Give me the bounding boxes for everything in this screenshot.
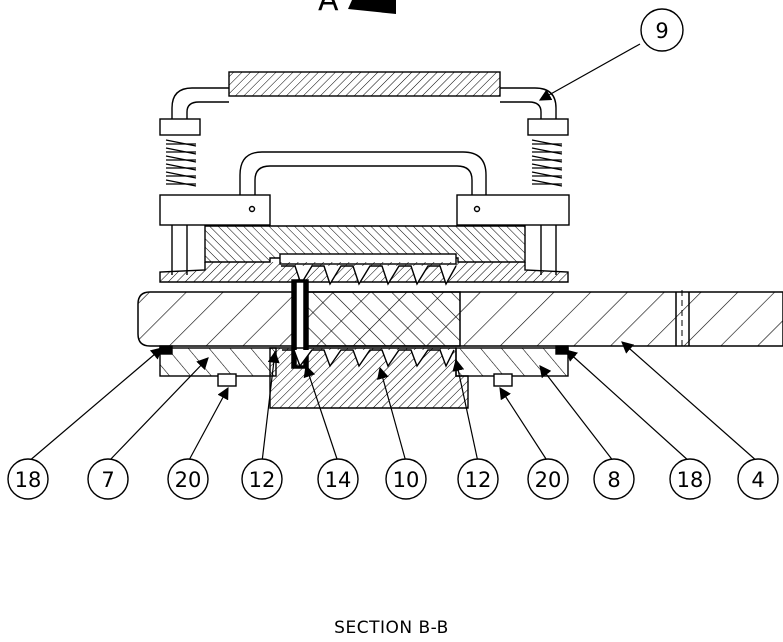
callout-label: 4: [751, 468, 764, 492]
callout-12-left: 12: [241, 458, 283, 500]
section-caption: SECTION B-B: [334, 618, 449, 638]
view-marker-label: A: [318, 0, 339, 18]
right-spring: [531, 139, 563, 187]
callout-9: 9: [640, 8, 684, 52]
callout-label: 14: [325, 468, 352, 492]
callout-label: 18: [15, 468, 42, 492]
callout-label: 20: [175, 468, 202, 492]
callout-4: 4: [737, 458, 779, 500]
callout-14: 14: [317, 458, 359, 500]
callout-20-right: 20: [527, 458, 569, 500]
handle-assembly: [159, 71, 570, 275]
callout-row: 18 7 20 12 14 10 12 20: [7, 458, 779, 500]
callout-label: 10: [393, 468, 420, 492]
callout-label: 12: [249, 468, 276, 492]
callout-label: 18: [677, 468, 704, 492]
callout-18-left: 18: [7, 458, 49, 500]
left-bushing: [159, 347, 277, 377]
callout-label: 12: [465, 468, 492, 492]
callout-label: 20: [535, 468, 562, 492]
right-bushing: [455, 347, 569, 377]
callout-label: 8: [607, 468, 620, 492]
callout-10: 10: [385, 458, 427, 500]
callout-8: 8: [593, 458, 635, 500]
upper-housing: [159, 225, 569, 286]
leader-lines: [27, 43, 759, 463]
right-block: [456, 194, 570, 226]
view-arrow: [348, 0, 396, 14]
callout-label: 9: [655, 19, 668, 43]
handle-grip: [228, 71, 501, 97]
left-block: [159, 194, 271, 226]
callout-label: 7: [101, 468, 114, 492]
view-marker-a: A: [318, 0, 396, 18]
callout-20-left: 20: [167, 458, 209, 500]
callout-18-right: 18: [669, 458, 711, 500]
callout-12-right: 12: [457, 458, 499, 500]
left-spring: [165, 139, 197, 187]
main-shaft: [137, 279, 783, 369]
callout-7: 7: [87, 458, 129, 500]
